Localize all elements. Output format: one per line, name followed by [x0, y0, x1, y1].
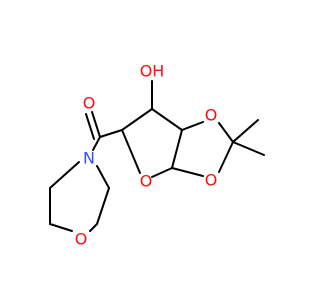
bond-c4-c5 — [121, 108, 153, 131]
molecule-structure-diagram: OH O O O O N O — [49, 62, 265, 249]
bond-c-morph-4-n — [49, 161, 80, 189]
bond-c-morph-2-o — [89, 223, 98, 232]
ring-oxygen-dioxolane-top-label: O — [205, 106, 218, 125]
hydroxyl-label: OH — [140, 62, 165, 81]
bond-o-c-morph-3 — [49, 223, 73, 232]
morpholine-nitrogen-label: N — [83, 149, 95, 168]
carbonyl-oxygen-label: O — [83, 94, 96, 113]
bond-c6-o-top — [181, 121, 204, 131]
bond-o-bottom-c7 — [171, 167, 204, 177]
bond-c4-carbonyl — [99, 129, 123, 138]
bonds — [49, 80, 265, 232]
bond-c-morph-1-2 — [96, 187, 110, 225]
bond-cq-methyl-1 — [232, 119, 259, 143]
bond-o-top-cq — [218, 122, 234, 143]
atom-labels: OH O O O O N O — [75, 62, 218, 249]
morpholine-oxygen-label: O — [75, 230, 88, 249]
bond-carbonyl-double-2 — [85, 113, 95, 140]
bond-cq-o-bottom — [218, 141, 234, 173]
bond-cq-methyl-2 — [232, 141, 265, 156]
ring-oxygen-furanose-label: O — [140, 172, 153, 191]
bond-carbonyl-n — [92, 136, 101, 151]
bond-c7-o-ring — [151, 167, 173, 178]
bond-o-ring-c4 — [121, 129, 141, 174]
bond-carbonyl-double-1 — [91, 111, 101, 138]
bond-n-c-morph-1 — [96, 165, 110, 189]
bond-c6-c7 — [171, 129, 183, 169]
ring-oxygen-dioxolane-bottom-label: O — [205, 171, 218, 190]
bond-c5-c6 — [151, 108, 183, 131]
